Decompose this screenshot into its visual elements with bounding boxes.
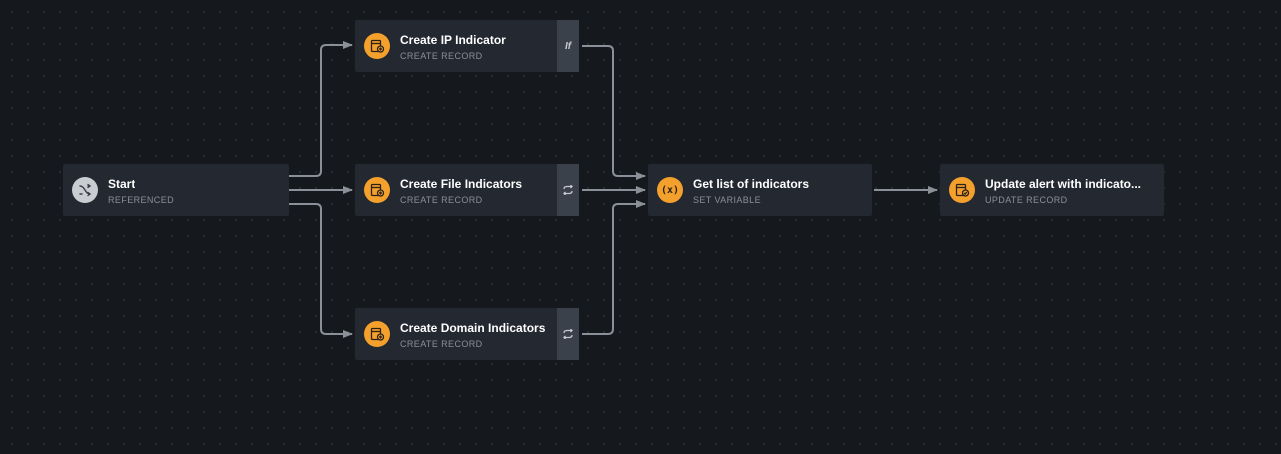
shuffle-icon xyxy=(72,177,98,203)
node-subtitle: UPDATE RECORD xyxy=(985,195,1068,205)
connector-create-ip-to-get-list xyxy=(582,45,646,180)
node-title: Get list of indicators xyxy=(693,177,810,191)
record-add-icon xyxy=(364,321,390,347)
node-title: Create IP Indicator xyxy=(400,33,506,47)
if-condition-icon[interactable]: If xyxy=(557,20,579,72)
node-create-file-indicators[interactable]: Create File Indicators CREATE RECORD xyxy=(355,164,579,216)
record-update-icon xyxy=(949,177,975,203)
node-get-list-of-indicators[interactable]: (x) Get list of indicators SET VARIABLE xyxy=(648,164,872,216)
variable-icon: (x) xyxy=(657,177,683,203)
node-title: Start xyxy=(108,177,136,191)
record-add-icon xyxy=(364,33,390,59)
node-update-alert-with-indicators[interactable]: Update alert with indicato... UPDATE REC… xyxy=(940,164,1164,216)
variable-icon-label: (x) xyxy=(660,184,680,196)
node-subtitle: REFERENCED xyxy=(108,195,175,205)
loop-icon[interactable] xyxy=(557,308,579,360)
node-title: Create Domain Indicators xyxy=(400,321,546,335)
node-subtitle: CREATE RECORD xyxy=(400,339,483,349)
node-title: Create File Indicators xyxy=(400,177,523,191)
node-subtitle: CREATE RECORD xyxy=(400,51,483,61)
node-subtitle: CREATE RECORD xyxy=(400,195,483,205)
connector-create-domain-to-get-list xyxy=(582,200,646,335)
node-subtitle: SET VARIABLE xyxy=(693,195,761,205)
node-start[interactable]: Start REFERENCED xyxy=(63,164,289,216)
node-title: Update alert with indicato... xyxy=(985,177,1142,191)
connector-start-to-create-ip xyxy=(288,41,353,177)
record-add-icon xyxy=(364,177,390,203)
connector-start-to-create-domain xyxy=(288,203,353,338)
loop-icon[interactable] xyxy=(557,164,579,216)
node-create-ip-indicator[interactable]: Create IP Indicator CREATE RECORD If xyxy=(355,20,579,72)
node-create-domain-indicators[interactable]: Create Domain Indicators CREATE RECORD xyxy=(355,308,579,360)
